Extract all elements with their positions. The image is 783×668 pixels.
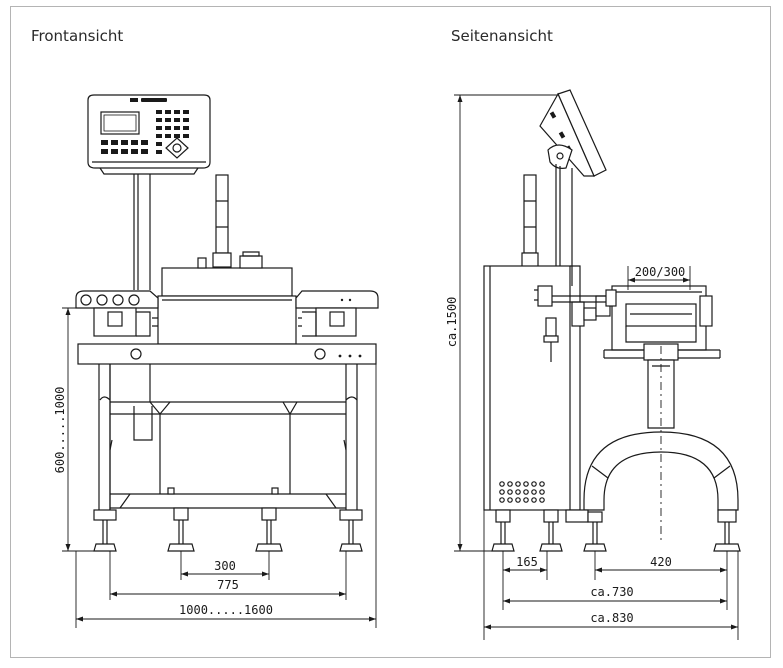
front-view: 300 775 1000.....1600 600.....1000: [53, 94, 379, 628]
side-arch-support: [583, 343, 739, 540]
dim-side-height: ca.1500: [445, 297, 459, 348]
side-signal-tower: [521, 174, 539, 268]
dim-side-730: ca.730: [590, 585, 633, 599]
dim-foot-spacing: 300: [214, 559, 236, 573]
side-dimensions: [454, 94, 739, 640]
side-view-title: Seitenansicht: [451, 27, 553, 45]
drawing-frame: [10, 6, 771, 658]
side-feet: [491, 509, 741, 552]
side-terminal: [539, 89, 607, 177]
side-cabinet: [483, 265, 581, 511]
front-weighing-housing: [157, 251, 297, 356]
front-frame: [98, 364, 358, 510]
front-dimensions: [62, 307, 377, 628]
front-view-title: Frontansicht: [31, 27, 124, 45]
dim-side-165: 165: [516, 555, 538, 569]
dim-side-830: ca.830: [590, 611, 633, 625]
front-column: [133, 174, 153, 441]
front-feet: [93, 507, 363, 552]
front-terminal: [87, 94, 211, 175]
dim-side-belt-width: 200/300: [635, 265, 686, 279]
side-conveyor: [603, 285, 721, 359]
front-base-bar: [77, 343, 377, 365]
dim-side-420: 420: [650, 555, 672, 569]
dim-front-width-inner: 775: [217, 578, 239, 592]
front-signal-tower: [212, 174, 232, 268]
side-view: ca.1500 200/300 165 420 ca.730 ca.830: [445, 89, 741, 640]
dim-front-height: 600.....1000: [53, 387, 67, 474]
front-conveyor-left: [75, 290, 159, 337]
front-conveyor-right: [295, 290, 379, 337]
dim-front-width-total: 1000.....1600: [179, 603, 273, 617]
